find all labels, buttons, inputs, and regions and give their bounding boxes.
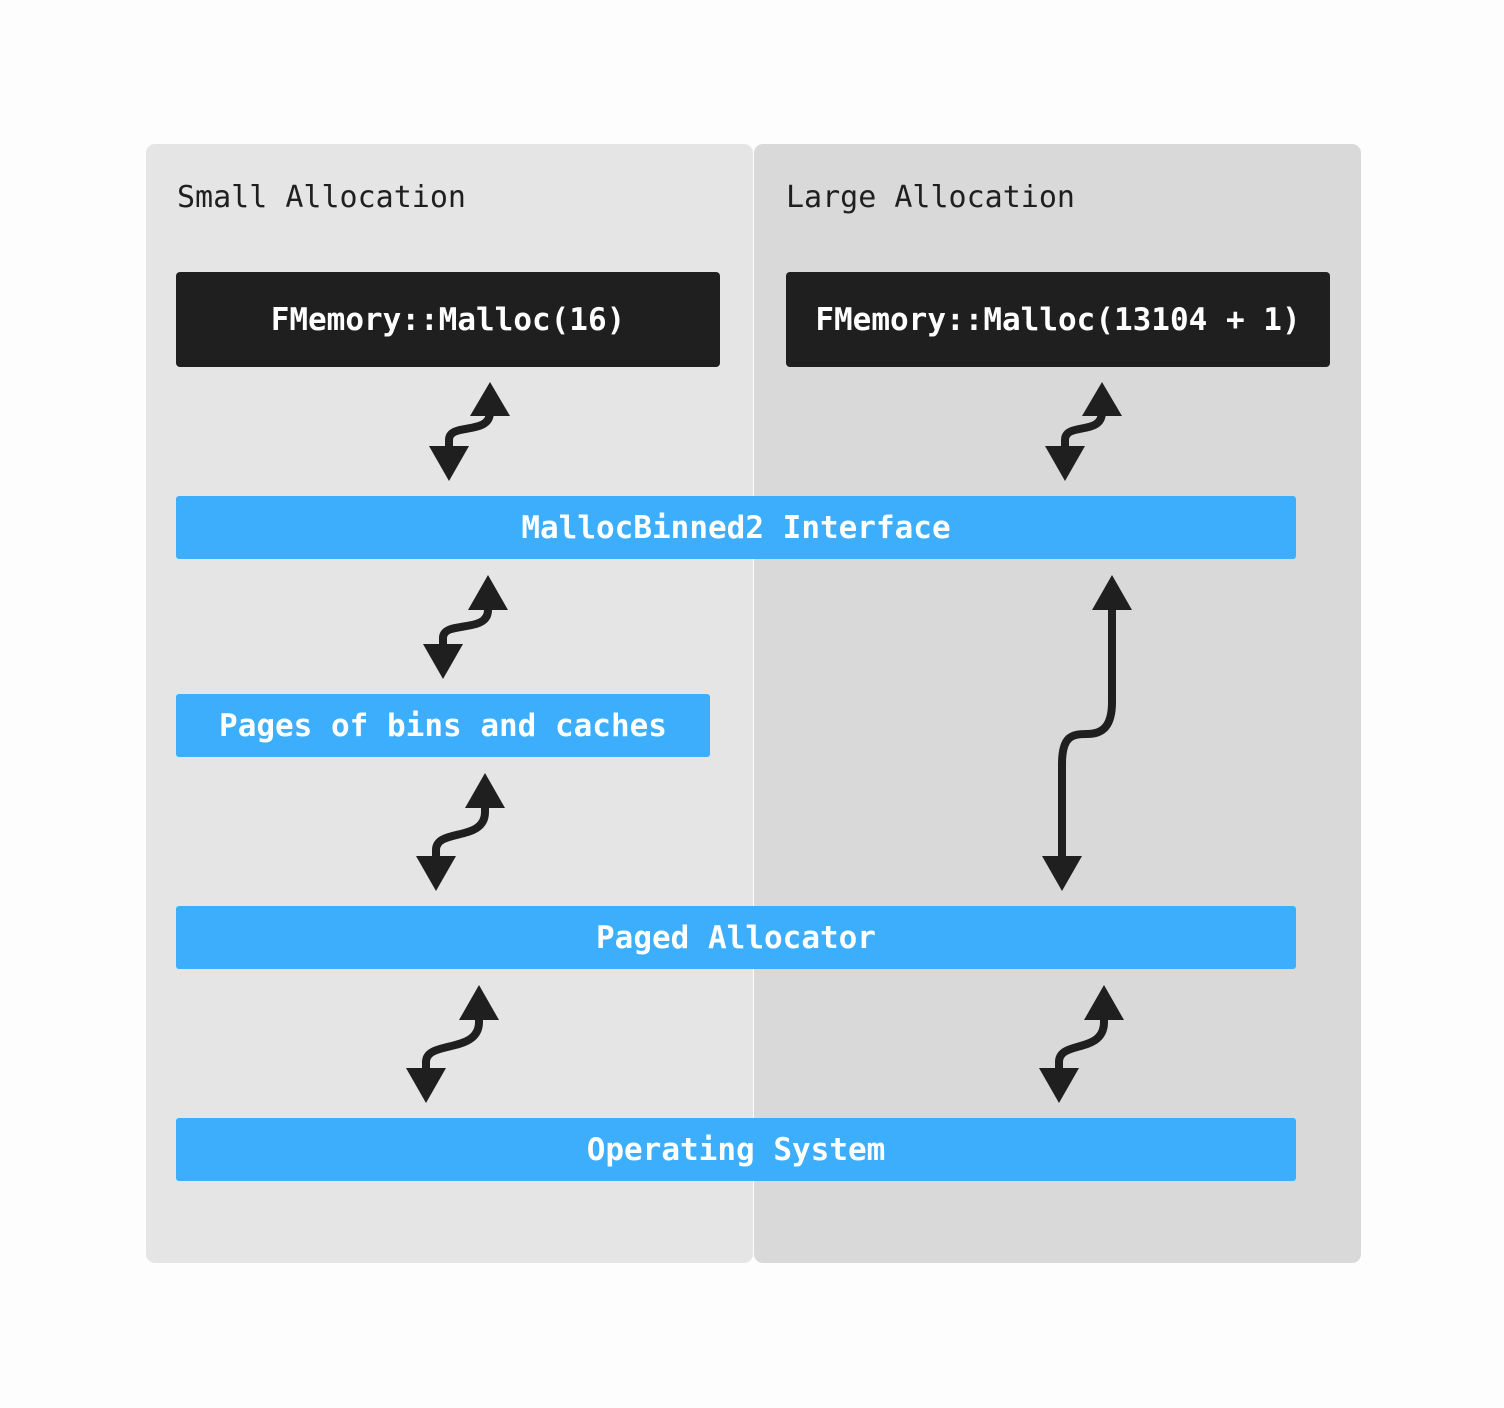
pages-of-bins-box: Pages of bins and caches: [176, 694, 710, 757]
arrow-interface-to-paged-allocator: [1042, 575, 1132, 891]
arrow-pages-to-paged-allocator: [416, 773, 505, 891]
malloc-16-call-box: FMemory::Malloc(16): [176, 272, 720, 367]
arrow-call-large-to-interface: [1045, 382, 1122, 481]
large-allocation-title: Large Allocation: [786, 180, 1075, 215]
mallocbinned2-interface-box: MallocBinned2 Interface: [176, 496, 1296, 559]
arrow-call-small-to-interface: [429, 382, 510, 481]
arrow-paged-allocator-to-os-right: [1039, 985, 1124, 1103]
paged-allocator-box: Paged Allocator: [176, 906, 1296, 969]
arrow-interface-to-pages: [423, 575, 508, 679]
operating-system-box: Operating System: [176, 1118, 1296, 1181]
malloc-large-call-box: FMemory::Malloc(13104 + 1): [786, 272, 1330, 367]
small-allocation-title: Small Allocation: [177, 180, 466, 215]
arrow-paged-allocator-to-os-left: [406, 985, 499, 1103]
